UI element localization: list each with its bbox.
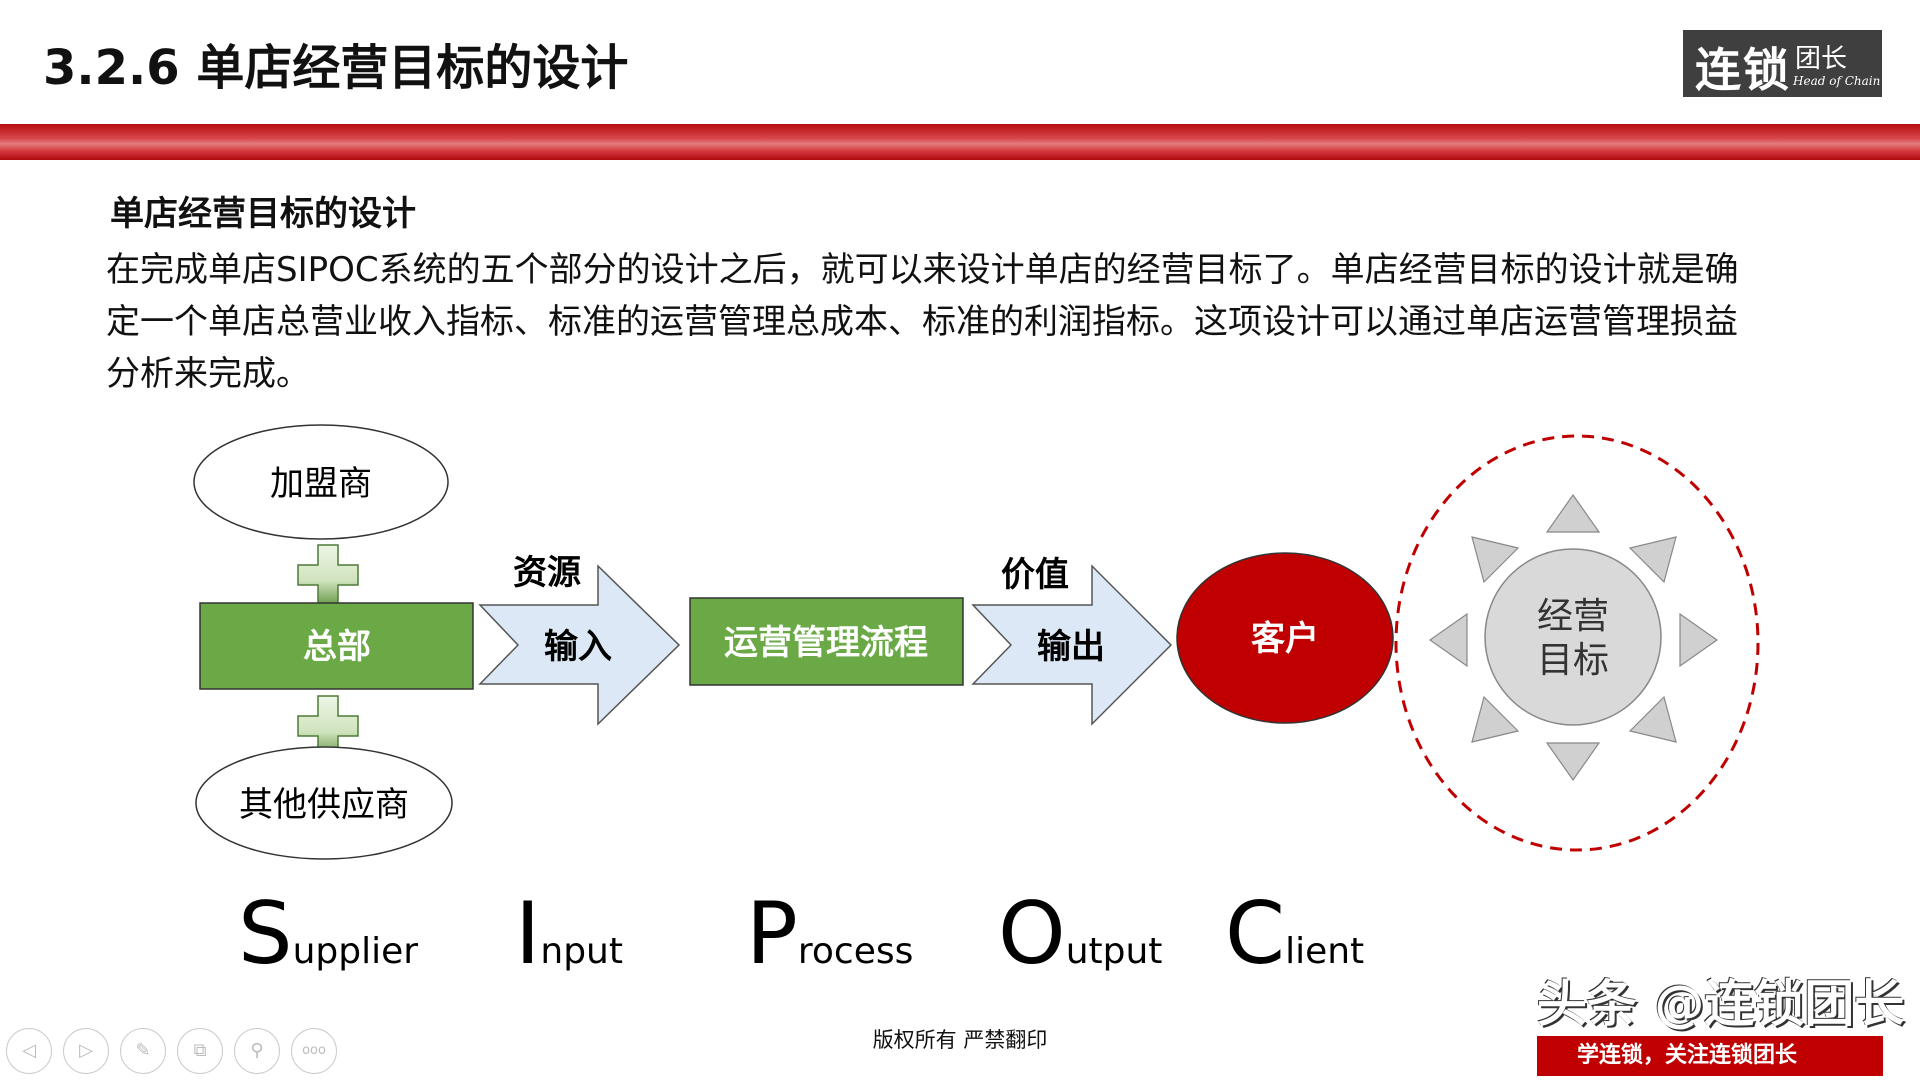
triangle-right-icon bbox=[1679, 612, 1719, 668]
sipoc-client: Client bbox=[1225, 884, 1364, 984]
triangle-upleft-icon bbox=[1471, 536, 1520, 584]
zoom-icon[interactable]: ⚲ bbox=[234, 1028, 280, 1074]
watermark: 头条 @连锁团长 学连锁，关注连锁团长 bbox=[1537, 974, 1904, 1076]
logo-english: Head of Chain bbox=[1793, 74, 1881, 88]
body-paragraph: 在完成单店SIPOC系统的五个部分的设计之后，就可以来设计单店的经营目标了。单店… bbox=[106, 250, 1739, 394]
more-icon[interactable]: ooo bbox=[291, 1028, 337, 1074]
sipoc-input: Input bbox=[515, 884, 623, 984]
goal-label-line2: 目标 bbox=[1537, 640, 1609, 681]
plus-icon bbox=[297, 544, 359, 606]
input-label: 输入 bbox=[544, 627, 612, 667]
headquarters-box bbox=[199, 602, 474, 690]
sipoc-labels: Supplier Input Process Output Client bbox=[238, 884, 1364, 984]
other-suppliers-ellipse bbox=[195, 746, 453, 860]
plus-icon bbox=[297, 695, 359, 757]
sipoc-supplier: Supplier bbox=[238, 884, 418, 984]
triangle-downleft-icon bbox=[1471, 695, 1520, 743]
client-ellipse bbox=[1176, 552, 1394, 724]
triangle-up-icon bbox=[1545, 493, 1601, 533]
headquarters-label: 总部 bbox=[303, 627, 371, 667]
value-label: 价值 bbox=[1001, 555, 1069, 595]
page-title: 3.2.6 单店经营目标的设计 bbox=[43, 40, 629, 96]
input-arrow bbox=[478, 564, 681, 726]
client-label: 客户 bbox=[1251, 619, 1319, 659]
logo-text-small: 团长 bbox=[1795, 44, 1848, 74]
goal-dashed-circle bbox=[1394, 434, 1760, 852]
copyright-footer: 版权所有 严禁翻印 bbox=[872, 1028, 1048, 1052]
franchisee-label: 加盟商 bbox=[270, 464, 372, 504]
output-arrow bbox=[971, 564, 1173, 726]
franchisee-ellipse bbox=[193, 424, 449, 540]
output-label: 输出 bbox=[1037, 627, 1105, 667]
sipoc-output: Output bbox=[998, 884, 1162, 984]
goal-label-line1: 经营 bbox=[1537, 596, 1609, 637]
logo: 连锁 团长 Head of Chain bbox=[1683, 30, 1882, 97]
triangle-upright-icon bbox=[1628, 536, 1677, 584]
slides-icon[interactable]: ⧉ bbox=[177, 1028, 223, 1074]
process-label: 运营管理流程 bbox=[724, 623, 928, 663]
goal-rays bbox=[1428, 493, 1719, 782]
triangle-downright-icon bbox=[1628, 695, 1677, 743]
header-divider bbox=[0, 124, 1920, 160]
previous-icon[interactable]: ◁ bbox=[6, 1028, 52, 1074]
other-suppliers-label: 其他供应商 bbox=[239, 785, 409, 825]
logo-text: 连锁 bbox=[1695, 43, 1791, 97]
pen-icon[interactable]: ✎ bbox=[120, 1028, 166, 1074]
watermark-band bbox=[1537, 1036, 1883, 1076]
process-box bbox=[689, 597, 964, 686]
next-icon[interactable]: ▷ bbox=[63, 1028, 109, 1074]
resources-label: 资源 bbox=[513, 553, 581, 593]
watermark-text: 头条 @连锁团长 bbox=[1537, 975, 1905, 1033]
triangle-down-icon bbox=[1545, 742, 1601, 782]
watermark-subtext: 学连锁，关注连锁团长 bbox=[1577, 1043, 1798, 1068]
goal-circle bbox=[1484, 548, 1662, 726]
section-heading: 单店经营目标的设计 bbox=[110, 194, 416, 234]
sipoc-process: Process bbox=[746, 884, 913, 984]
triangle-left-icon bbox=[1428, 612, 1468, 668]
